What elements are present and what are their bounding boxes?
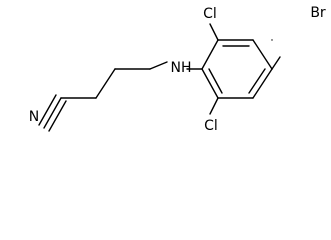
ring-bond-c6-c1 xyxy=(201,68,219,99)
chlorine-top-label: Cl xyxy=(203,6,217,22)
bond-c2-c3 xyxy=(95,68,116,99)
nitrile-triple-bond-2 xyxy=(38,94,57,126)
amine-nh-label: NH xyxy=(171,60,192,76)
bond-ring-cl-top xyxy=(209,23,219,41)
ring-bond-c3-c4 xyxy=(252,39,273,70)
ring-double-bond-c4-c5 xyxy=(248,68,266,94)
nitrile-nitrogen-label: N xyxy=(29,109,39,125)
bond-ring-br xyxy=(271,56,281,70)
ring-bond-c4-c5 xyxy=(252,68,273,99)
bond-nh-c1 xyxy=(149,61,168,70)
ring-bond-c1-c2 xyxy=(201,39,219,70)
ring-double-bond-c6-c1 xyxy=(208,68,223,94)
bromine-label: Br xyxy=(310,5,326,21)
chlorine-bottom-label: Cl xyxy=(204,118,218,134)
chemical-structure-diagram: Cl Br Cl NH N xyxy=(29,5,326,134)
benzene-ring xyxy=(201,39,273,99)
nitrile-triple-bond-1 xyxy=(43,97,62,129)
nitrile-triple-bond-3 xyxy=(48,100,67,132)
bond-ring-cl-bottom xyxy=(209,97,219,115)
structure-canvas: Cl Br Cl NH N xyxy=(28,5,326,134)
